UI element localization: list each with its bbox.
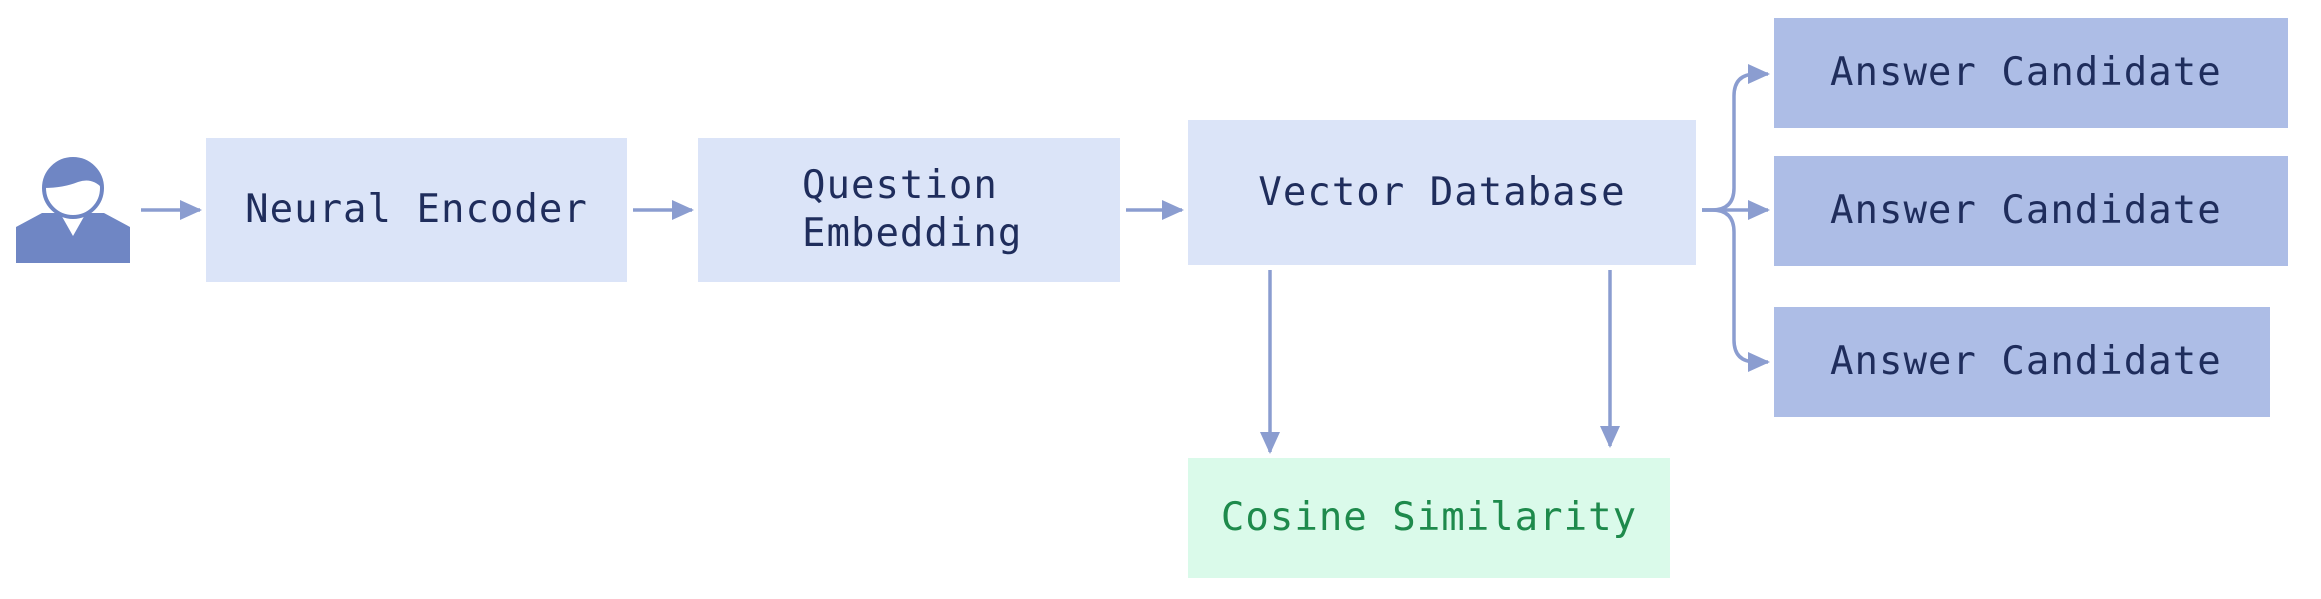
arrow-vector-to-answer-1 (1702, 64, 1770, 212)
neural-encoder-node: Neural Encoder (206, 138, 627, 282)
answer-candidate-label-1: Answer Candidate (1830, 50, 2222, 95)
cosine-similarity-label: Cosine Similarity (1220, 495, 1638, 540)
answer-candidate-label-3: Answer Candidate (1830, 339, 2222, 384)
neural-encoder-label: Neural Encoder (245, 187, 588, 232)
cosine-similarity-node: Cosine Similarity (1188, 458, 1670, 578)
vector-database-label: Vector Database (1258, 169, 1626, 215)
arrow-vector-to-answer-3 (1702, 208, 1770, 372)
answer-candidate-node-2: Answer Candidate (1774, 156, 2288, 266)
answer-candidate-node-1: Answer Candidate (1774, 18, 2288, 128)
answer-candidate-node-3: Answer Candidate (1774, 307, 2270, 417)
question-embedding-label: Question Embedding (802, 163, 1023, 256)
vector-database-node: Vector Database (1188, 120, 1696, 265)
user-icon (16, 157, 130, 263)
answer-candidate-label-2: Answer Candidate (1830, 188, 2222, 233)
question-embedding-node: Question Embedding (698, 138, 1120, 282)
